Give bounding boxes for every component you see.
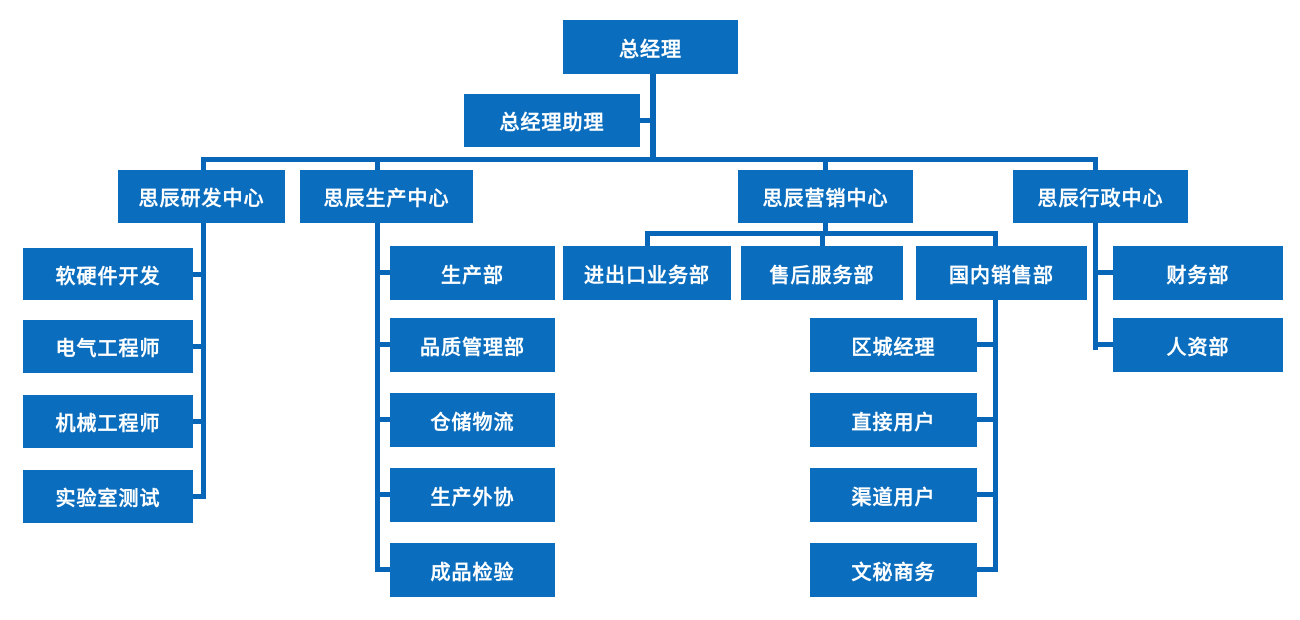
connector-rd-stub-2 <box>191 344 206 349</box>
connector-sales-stub-3 <box>975 492 995 497</box>
org-node-direct-users: 直接用户 <box>810 393 977 447</box>
connector-root-drop <box>650 74 656 162</box>
org-node-import-export-dept: 进出口业务部 <box>563 246 731 300</box>
org-node-gm-assistant: 总经理助理 <box>464 94 640 147</box>
org-node-rd-center: 思辰研发中心 <box>118 170 285 223</box>
org-node-software-hardware-dev: 软硬件开发 <box>23 248 193 300</box>
connector-sales-stub-2 <box>975 417 995 422</box>
connector-sales-stub-4 <box>975 567 995 572</box>
connector-production-stub-1 <box>375 270 392 275</box>
org-node-production-center: 思辰生产中心 <box>300 170 473 223</box>
connector-admin-stub-1 <box>1093 270 1115 275</box>
org-node-finance-dept: 财务部 <box>1113 246 1283 300</box>
connector-production-stub-4 <box>375 492 392 497</box>
connector-admin-stub-2 <box>1093 342 1115 347</box>
org-node-general-manager: 总经理 <box>563 20 738 74</box>
org-node-hr-dept: 人资部 <box>1113 318 1283 372</box>
connector-admin-trunk <box>1093 157 1098 350</box>
org-node-channel-users: 渠道用户 <box>810 468 977 522</box>
org-node-quality-management-dept: 品质管理部 <box>390 318 555 372</box>
org-node-finished-product-inspection: 成品检验 <box>390 543 555 597</box>
connector-assistant-stub <box>638 118 652 123</box>
org-node-lab-testing: 实验室测试 <box>23 470 193 523</box>
connector-top-horizontal <box>201 157 1098 162</box>
org-node-mechanical-engineer: 机械工程师 <box>23 395 193 448</box>
connector-sales-stub-1 <box>975 342 995 347</box>
connector-production-trunk <box>375 157 380 572</box>
connector-rd-trunk <box>201 157 206 499</box>
connector-rd-stub-3 <box>191 419 206 424</box>
connector-after-sales-drop <box>820 231 825 247</box>
org-node-production-dept: 生产部 <box>390 246 555 300</box>
connector-production-stub-5 <box>375 567 392 572</box>
org-node-admin-center: 思辰行政中心 <box>1013 170 1188 223</box>
org-node-secretary-business: 文秘商务 <box>810 543 977 597</box>
connector-sales-trunk <box>993 231 998 572</box>
connector-rd-stub-1 <box>191 272 206 277</box>
org-node-after-sales-dept: 售后服务部 <box>741 246 903 300</box>
org-node-warehouse-logistics: 仓储物流 <box>390 393 555 447</box>
connector-production-stub-3 <box>375 417 392 422</box>
org-node-domestic-sales-dept: 国内销售部 <box>916 246 1087 300</box>
org-node-electrical-engineer: 电气工程师 <box>23 320 193 373</box>
connector-rd-stub-4 <box>191 494 206 499</box>
org-node-production-outsourcing: 生产外协 <box>390 468 555 522</box>
org-node-marketing-center: 思辰营销中心 <box>738 170 913 223</box>
connector-import-export-drop <box>645 231 650 247</box>
org-node-regional-manager: 区城经理 <box>810 318 977 372</box>
connector-production-stub-2 <box>375 342 392 347</box>
